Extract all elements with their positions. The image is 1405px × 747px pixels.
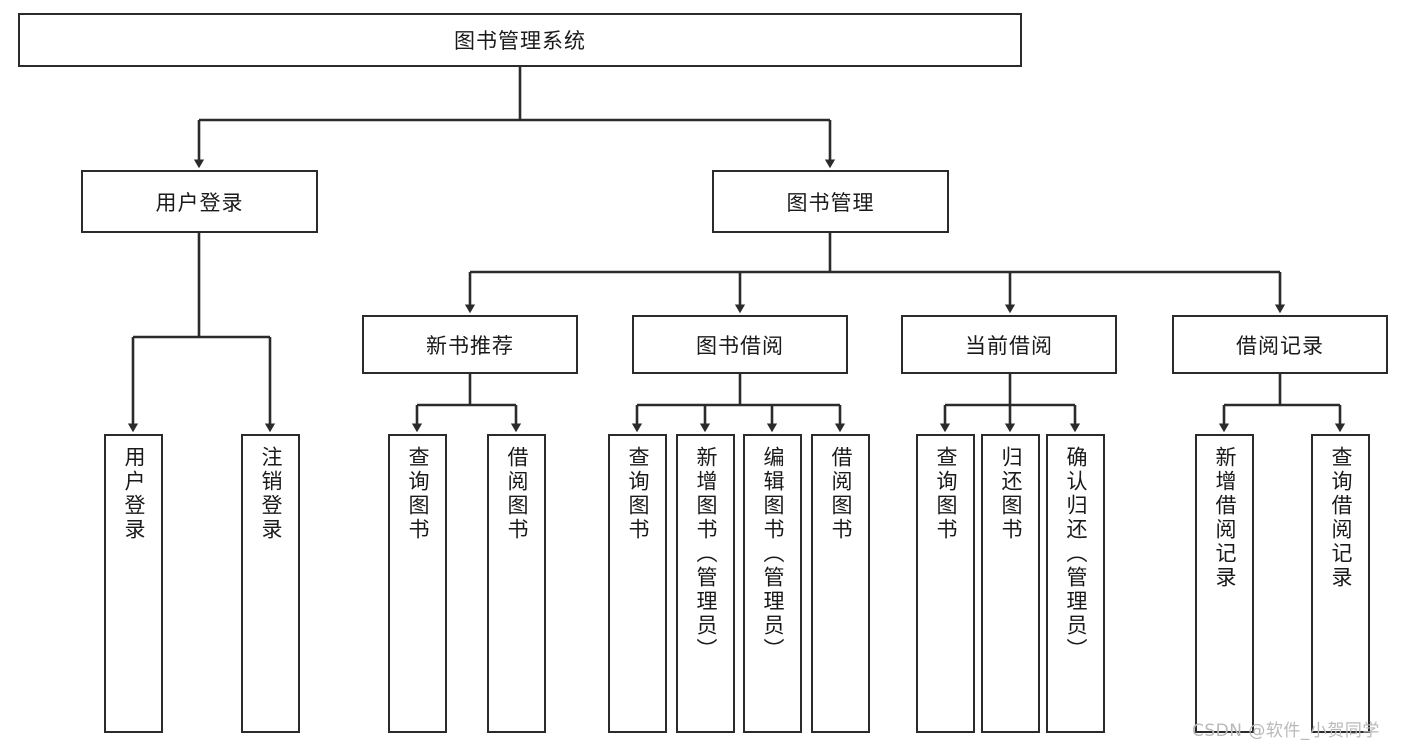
node-book-borrow[interactable]: 图书借阅 [632,315,848,374]
node-label: 借阅记录 [1236,333,1324,358]
node-label: 用户登录 [155,190,244,215]
leaf-label: 查询图书 [406,446,430,542]
leaf-label: 借阅图书 [505,446,529,542]
leaf-user-login-logout[interactable]: 注销登录 [241,434,300,733]
leaf-borrow-record-add-record[interactable]: 新增借阅记录 [1195,434,1254,733]
leaf-book-borrow-query-book[interactable]: 查询图书 [608,434,667,733]
leaf-book-borrow-edit-book-admin[interactable]: 编辑图书（管理员） [743,434,802,733]
leaf-label: 确认归还（管理员） [1064,446,1088,662]
node-new-book-recommend[interactable]: 新书推荐 [362,315,578,374]
leaf-book-borrow-borrow-book[interactable]: 借阅图书 [811,434,870,733]
leaf-label: 新增借阅记录 [1213,446,1237,590]
leaf-current-borrow-return-book[interactable]: 归还图书 [981,434,1040,733]
leaf-label: 查询借阅记录 [1329,446,1353,590]
node-borrow-record[interactable]: 借阅记录 [1172,315,1388,374]
csdn-watermark: CSDN @软件_小贺同学 [1192,721,1380,741]
node-label: 新书推荐 [426,333,514,358]
leaf-new-book-borrow-book[interactable]: 借阅图书 [487,434,546,733]
node-user-login[interactable]: 用户登录 [81,170,318,233]
node-label: 图书借阅 [696,333,784,358]
leaf-current-borrow-query-book[interactable]: 查询图书 [916,434,975,733]
node-label: 图书管理 [786,190,875,215]
leaf-label: 借阅图书 [829,446,853,542]
leaf-user-login-login[interactable]: 用户登录 [104,434,163,733]
leaf-current-borrow-confirm-return-admin[interactable]: 确认归还（管理员） [1046,434,1105,733]
node-current-borrow[interactable]: 当前借阅 [901,315,1117,374]
node-label: 图书管理系统 [454,29,586,53]
node-root-book-management-system[interactable]: 图书管理系统 [18,13,1022,67]
leaf-new-book-query-book[interactable]: 查询图书 [388,434,447,733]
leaf-label: 归还图书 [999,446,1023,542]
leaf-borrow-record-query-record[interactable]: 查询借阅记录 [1311,434,1370,733]
leaf-label: 查询图书 [626,446,650,542]
leaf-label: 新增图书（管理员） [694,446,718,662]
leaf-book-borrow-add-book-admin[interactable]: 新增图书（管理员） [676,434,735,733]
leaf-label: 用户登录 [122,446,146,542]
leaf-label: 查询图书 [934,446,958,542]
node-label: 当前借阅 [965,333,1053,358]
leaf-label: 编辑图书（管理员） [761,446,785,662]
node-book-management[interactable]: 图书管理 [712,170,949,233]
leaf-label: 注销登录 [259,446,283,542]
